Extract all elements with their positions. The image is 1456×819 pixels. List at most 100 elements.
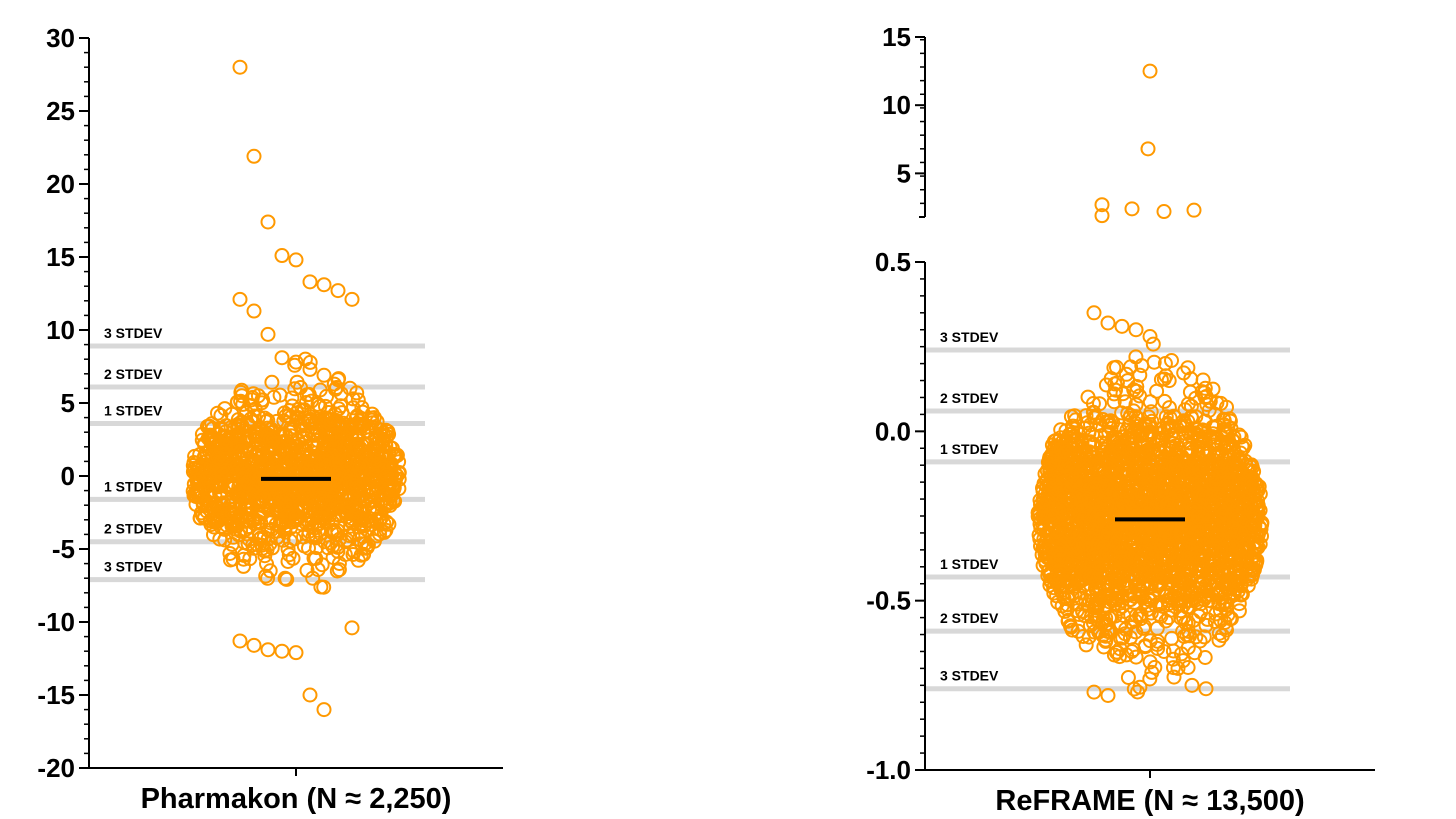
data-point — [305, 501, 321, 517]
data-point — [281, 547, 297, 563]
data-point — [1120, 462, 1136, 478]
data-point — [349, 418, 365, 433]
data-point — [1086, 480, 1102, 496]
data-point — [286, 461, 302, 477]
outlier-point — [232, 59, 248, 75]
outlier-point — [1142, 329, 1158, 345]
data-point — [1093, 590, 1109, 606]
data-point — [343, 491, 359, 507]
data-point — [219, 517, 235, 533]
data-point — [260, 570, 276, 586]
y-tick-label: 10 — [882, 90, 911, 120]
data-point — [1092, 496, 1108, 512]
outlier-point — [246, 303, 262, 319]
outlier-point — [1086, 305, 1102, 321]
data-point — [1104, 449, 1120, 464]
data-point — [1142, 526, 1158, 542]
data-point — [1151, 568, 1167, 584]
data-point — [1123, 424, 1139, 440]
sd-label: 3 STDEV — [940, 329, 999, 345]
data-point — [313, 475, 329, 490]
data-point — [1120, 373, 1136, 389]
data-point — [239, 428, 255, 444]
data-point — [1164, 441, 1180, 456]
sd-label: 3 STDEV — [104, 325, 163, 341]
data-point — [277, 570, 293, 586]
data-point — [363, 492, 379, 508]
data-point — [254, 487, 270, 503]
data-point — [261, 502, 277, 518]
outlier-point — [246, 148, 262, 164]
data-point — [1063, 619, 1079, 635]
data-point — [224, 406, 240, 422]
data-point — [1076, 458, 1092, 474]
data-point — [1187, 502, 1203, 518]
data-point — [1075, 578, 1091, 594]
outlier-point — [1094, 197, 1110, 213]
data-point — [354, 400, 370, 416]
data-point — [1200, 611, 1215, 627]
data-point — [379, 423, 395, 439]
data-point — [289, 405, 305, 421]
data-point — [1045, 473, 1061, 489]
data-point — [1137, 487, 1153, 503]
data-point — [1031, 527, 1047, 543]
data-point — [1088, 474, 1103, 490]
data-point — [1139, 484, 1155, 500]
data-point — [1181, 550, 1197, 566]
data-point — [345, 547, 361, 562]
data-point — [1187, 425, 1203, 441]
data-point — [1233, 540, 1249, 556]
data-point — [284, 390, 300, 406]
data-point — [1192, 561, 1208, 577]
data-point — [331, 562, 347, 578]
data-point — [344, 511, 360, 527]
data-point — [243, 411, 259, 427]
data-point — [1044, 521, 1060, 537]
data-point — [1158, 462, 1173, 478]
data-point — [1173, 603, 1189, 619]
y-tick-label: 0.5 — [875, 247, 911, 277]
data-point — [1192, 524, 1208, 540]
data-point — [1190, 486, 1206, 502]
data-point — [1165, 419, 1181, 434]
data-point — [1124, 440, 1140, 456]
data-point — [1128, 467, 1144, 482]
data-point — [235, 451, 251, 467]
data-point — [1114, 405, 1130, 421]
data-point — [362, 472, 378, 488]
data-point — [1092, 461, 1108, 476]
sd-label: 2 STDEV — [940, 390, 999, 406]
data-point — [305, 570, 321, 586]
data-point — [262, 431, 278, 447]
data-point — [280, 506, 296, 521]
data-point — [1172, 493, 1188, 509]
data-point — [1070, 426, 1086, 442]
data-point — [1217, 488, 1233, 504]
data-point — [1183, 441, 1199, 457]
data-point — [1098, 632, 1114, 648]
data-point — [239, 526, 255, 542]
data-point — [1247, 540, 1263, 556]
data-point — [1214, 628, 1230, 644]
outlier-point — [330, 283, 346, 299]
data-point — [1165, 527, 1180, 543]
data-point — [1109, 359, 1124, 375]
data-point — [1248, 534, 1264, 550]
data-point — [1108, 644, 1124, 660]
data-point — [301, 387, 317, 402]
data-point — [309, 540, 324, 556]
data-point — [1073, 492, 1089, 508]
data-point — [1120, 670, 1136, 685]
outlier-point — [1170, 660, 1186, 676]
outlier-point — [302, 687, 318, 703]
data-point — [1171, 488, 1187, 504]
outlier-point — [288, 645, 304, 661]
data-point — [293, 496, 309, 512]
data-point — [232, 495, 248, 511]
data-point — [245, 386, 261, 402]
data-point — [330, 523, 346, 539]
outlier-point — [260, 326, 276, 342]
